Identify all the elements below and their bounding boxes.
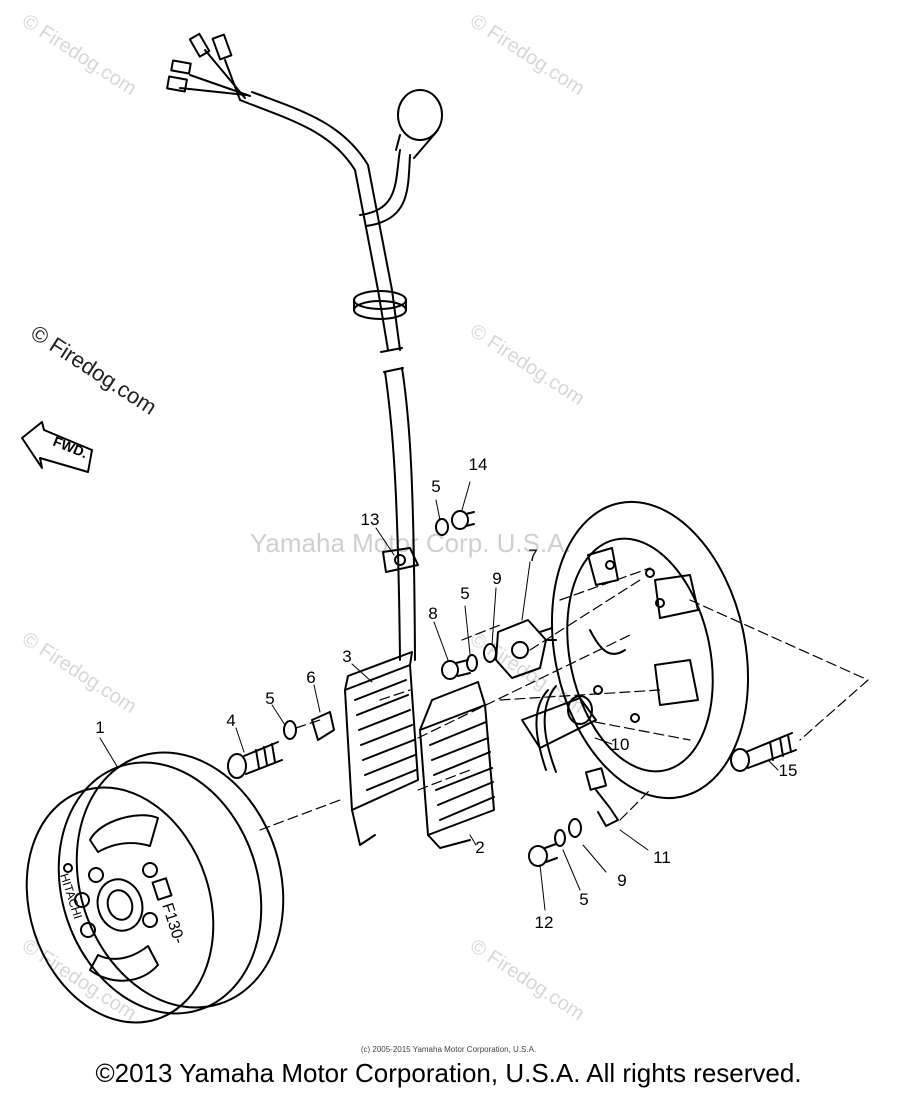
- screw-8: [441, 659, 471, 680]
- callout-4: 4: [226, 711, 236, 730]
- callout-9: 9: [617, 871, 627, 890]
- small-copyright: (c) 2005-2015 Yamaha Motor Corporation, …: [360, 1045, 537, 1054]
- wire-harness: [166, 32, 443, 661]
- flywheel: [25, 751, 285, 1024]
- lead-wire-terminal: [584, 767, 619, 827]
- callout-5: 5: [265, 689, 275, 708]
- callout-15: 15: [778, 761, 798, 780]
- flywheel-model: F130-: [158, 901, 187, 946]
- callout-3: 3: [342, 647, 352, 666]
- coil-3: [344, 651, 419, 846]
- leader-lines: [99, 481, 779, 911]
- callout-9: 9: [492, 569, 502, 588]
- condenser: [521, 685, 597, 773]
- callout-11: 11: [653, 848, 671, 867]
- contact-breaker: [495, 619, 557, 679]
- wire-clamp: [382, 547, 419, 573]
- screw-14: [451, 510, 475, 530]
- base-plate: [550, 500, 750, 800]
- screw-4: [227, 741, 283, 779]
- callout-7: 7: [528, 546, 538, 565]
- callout-1: 1: [95, 718, 105, 737]
- callout-6: 6: [306, 668, 316, 687]
- bracket-6: [311, 711, 335, 741]
- fwd-arrow: [21, 421, 93, 473]
- coil-2: [419, 681, 495, 849]
- callout-12: 12: [534, 913, 554, 932]
- callout-10: 10: [610, 735, 630, 754]
- callout-13: 13: [360, 510, 380, 529]
- callout-5: 5: [579, 890, 589, 909]
- washers: [283, 518, 582, 847]
- fwd-label: FWD.: [51, 433, 90, 461]
- screw-15: [730, 732, 797, 772]
- footer-copyright: ©2013 Yamaha Motor Corporation, U.S.A. A…: [95, 1058, 802, 1088]
- callout-8: 8: [428, 604, 438, 623]
- callout-5: 5: [460, 584, 470, 603]
- callout-5: 5: [431, 477, 441, 496]
- watermark-center: Yamaha Motor Corp. U.S.A.: [250, 528, 572, 558]
- screw-12: [528, 843, 558, 867]
- callout-2: 2: [475, 838, 485, 857]
- assembly-lines: [259, 567, 869, 831]
- callout-14: 14: [468, 455, 488, 474]
